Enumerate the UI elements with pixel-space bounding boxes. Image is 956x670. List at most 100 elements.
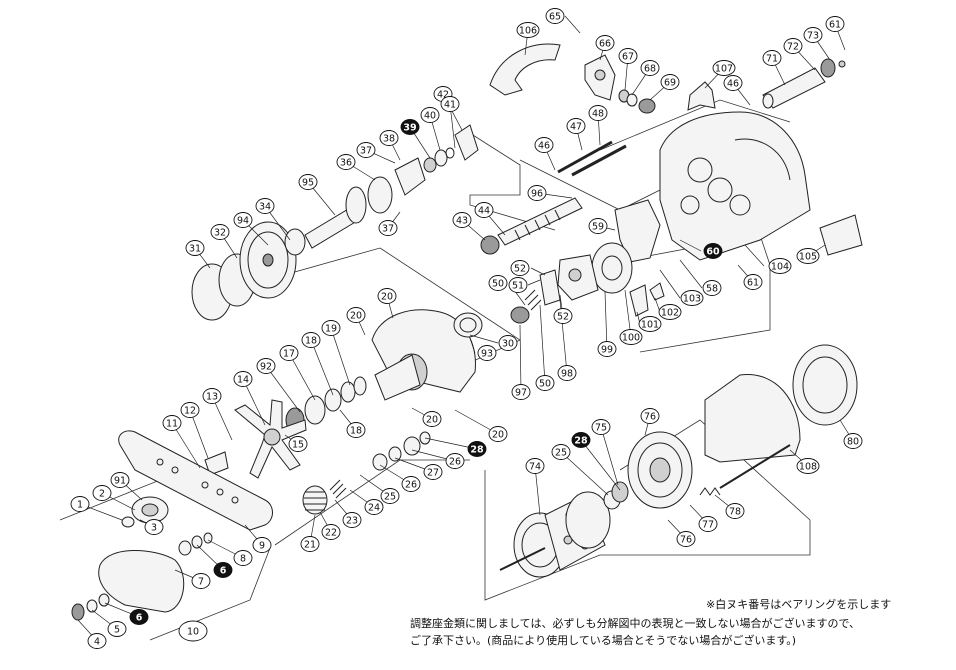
callout-bubble [107, 621, 127, 637]
callout-number: 72 [787, 41, 799, 52]
callout-number: 34 [259, 201, 271, 212]
callout-number: 24 [368, 502, 380, 513]
washer-note-line-1: 調整座金類に関しましては、必ずしも分解図中の表現と一致しない場合がございますので… [410, 617, 861, 630]
callout-number: 52 [557, 311, 569, 322]
callout-number: 73 [807, 30, 819, 41]
callout-bubble [144, 519, 164, 535]
callout-10: 10 [178, 620, 208, 642]
callout-number: 5 [114, 624, 120, 635]
callout-bubble [498, 335, 518, 351]
callout-72: 72 [783, 38, 803, 54]
callout-number: 75 [595, 422, 607, 433]
callout-number: 37 [382, 223, 394, 234]
callout-number: 52 [514, 263, 526, 274]
callout-bubble [233, 371, 253, 387]
callout-bubble [553, 308, 573, 324]
callout-bubble [377, 288, 397, 304]
callout-number: 96 [531, 188, 543, 199]
callout-bubble [723, 75, 743, 91]
callout-number: 71 [766, 53, 778, 64]
callout-52: 52 [553, 308, 573, 324]
callout-bubble [588, 218, 608, 234]
callout-number: 23 [346, 515, 358, 526]
callout-bubble [210, 224, 230, 240]
callout-bubble [527, 185, 547, 201]
callout-50: 50 [535, 375, 555, 391]
callout-bubble [445, 453, 465, 469]
callout-number: 30 [502, 338, 514, 349]
callout-bubble [510, 260, 530, 276]
callout-bubble [321, 524, 341, 540]
callout-50: 50 [488, 275, 508, 291]
callout-bubble [380, 488, 400, 504]
callout-number: 58 [706, 283, 718, 294]
callout-number: 50 [539, 378, 551, 389]
callout-91: 91 [110, 472, 130, 488]
callout-bubble [618, 48, 638, 64]
callout-22: 22 [321, 524, 341, 540]
callout-number: 101 [641, 319, 659, 330]
callout-number: 60 [706, 246, 720, 257]
callout-108: 108 [796, 458, 820, 474]
callout-bubble [803, 27, 823, 43]
callout-bubble [346, 422, 366, 438]
callout-number: 9 [259, 540, 265, 551]
callout-number: 77 [702, 519, 714, 530]
callout-number: 74 [529, 461, 541, 472]
callout-21: 21 [300, 536, 320, 552]
callout-number: 61 [829, 19, 841, 30]
callout-number: 31 [189, 243, 201, 254]
callout-74: 74 [525, 458, 545, 474]
callout-44: 44 [474, 202, 494, 218]
callout-bubble [87, 633, 107, 649]
callout-19: 19 [321, 320, 341, 336]
callout-100: 100 [619, 329, 643, 345]
callout-37: 37 [378, 220, 398, 236]
callout-bubble [256, 358, 276, 374]
callout-23: 23 [342, 512, 362, 528]
callout-bubble [440, 96, 460, 112]
callout-bubble [557, 365, 577, 381]
callout-bubble [162, 415, 182, 431]
bearing-note: ※白ヌキ番号はベアリングを示します [706, 598, 892, 611]
callout-47: 47 [566, 118, 586, 134]
callout-bubble [70, 496, 90, 512]
callout-39: 39 [400, 119, 420, 135]
callout-number: 97 [515, 387, 527, 398]
callout-bubble [638, 316, 662, 332]
callout-65: 65 [545, 8, 565, 24]
callout-number: 94 [237, 215, 249, 226]
callout-bubble [364, 499, 384, 515]
callout-number: 100 [622, 332, 640, 343]
callout-bubble [378, 220, 398, 236]
callout-bubble [762, 50, 782, 66]
callout-bubble [400, 119, 420, 135]
callout-77: 77 [698, 516, 718, 532]
callout-bubble [129, 609, 149, 625]
callout-31: 31 [185, 240, 205, 256]
callout-bubble [185, 240, 205, 256]
callout-bubble [676, 531, 696, 547]
callout-bubble [288, 436, 308, 452]
callout-92: 92 [256, 358, 276, 374]
callout-36: 36 [336, 154, 356, 170]
callout-18: 18 [346, 422, 366, 438]
callout-number: 2 [99, 488, 105, 499]
callout-bubble [191, 573, 211, 589]
callout-bubble [321, 320, 341, 336]
callout-number: 14 [237, 374, 249, 385]
callout-number: 46 [538, 140, 550, 151]
callout-58: 58 [702, 280, 722, 296]
callout-40: 40 [420, 107, 440, 123]
callout-bubble [680, 290, 704, 306]
callout-number: 37 [360, 145, 372, 156]
callout-26: 26 [445, 453, 465, 469]
callout-bubble [743, 274, 763, 290]
callout-32: 32 [210, 224, 230, 240]
callout-bubble [379, 130, 399, 146]
callout-20: 20 [377, 288, 397, 304]
callout-number: 28 [574, 435, 588, 446]
callout-bubble [534, 137, 554, 153]
callout-number: 20 [381, 291, 393, 302]
callout-number: 21 [304, 539, 316, 550]
